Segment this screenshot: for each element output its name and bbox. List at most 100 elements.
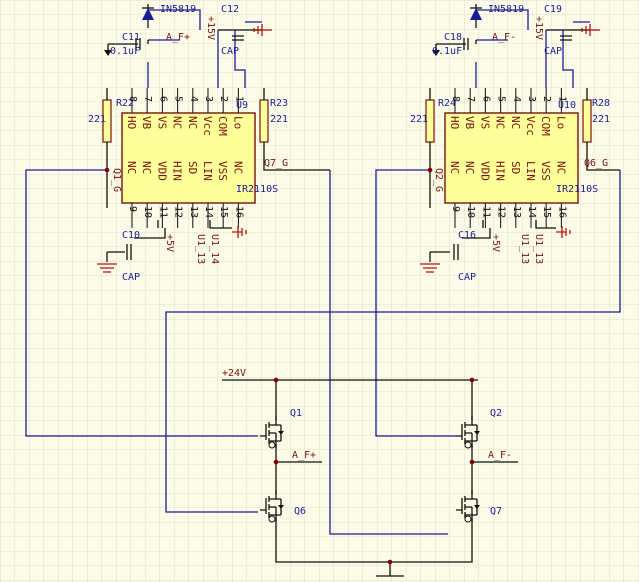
h-bridge: +24V A_F+ A_F- Q1 Q2 Q6 Q7 [104,167,518,577]
pin-name: NC [186,116,199,129]
pin-name: NC [554,161,567,174]
pin-number: 15 [218,206,229,218]
pin-number: 11 [480,206,491,218]
pin-name: NC [231,161,244,174]
net-top-right: A_F- [492,32,516,43]
mosfet-q2 [456,416,480,449]
pin-number: 13 [188,206,199,218]
q6-ref: Q6 [294,506,306,517]
pin-name: HO [125,116,138,129]
pin-name: Lo [554,116,567,129]
pin-number: 11 [157,206,168,218]
pin-name: Vcc [201,116,214,136]
net-bridge-left: A_F+ [292,450,316,461]
pin-number: 8 [127,96,138,102]
pin-name: SD [509,161,522,174]
c12-ref: C12 [221,4,239,15]
pin-number: 14 [203,206,214,218]
pin-name: HO [448,116,461,129]
diode-left-label: IN5819 [160,4,196,15]
q7-ref: Q7 [490,506,502,517]
net-bridge-right: A_F- [488,450,512,461]
supply-24v: +24V [222,368,246,379]
driver-left: IN5819 C11 0.1uF A_F+ C12 CAP +15V 8HO7V… [25,4,448,535]
pin-number: 14 [526,206,537,218]
junction [427,167,433,173]
pin-number: 12 [173,206,184,218]
pin-number: 9 [450,206,461,212]
resistor-r23 [259,88,330,171]
c11-value: 0.1uF [110,46,140,57]
junction [104,167,110,173]
input-right-a: U1_13 [519,234,530,264]
junction [387,559,393,565]
ic-u10-body [444,112,579,204]
pin-number: 2 [541,96,552,102]
supply-top-right: +15V [533,16,544,40]
pin-number: 12 [496,206,507,218]
input-left-a: U1_13 [195,234,206,264]
pin-number: 7 [465,96,476,102]
pin-name: LIN [524,161,537,181]
ic-u9-pins: 8HO7VB6VS5NC4NC3Vcc2COM1Lo9NC10NC11VDD12… [125,88,244,228]
pin-name: NC [463,161,476,174]
cap-c11 [104,38,141,56]
cap-c19 [546,29,590,41]
cap-c16 [420,220,491,273]
junction [273,377,279,383]
ground-bottom-left [232,226,247,238]
supply-top-left: +15V [205,16,216,40]
pin-name: VB [463,116,476,130]
gate-q1-label: Q1_G [111,168,122,192]
pin-name: COM [216,116,229,136]
pin-number: 4 [511,96,522,102]
resistor-r24 [425,88,435,208]
pin-name: VDD [155,161,168,181]
c19-value: CAP [544,46,562,57]
junction [273,459,279,465]
cap-c10 [97,220,166,273]
ground-top-left-driver [253,24,272,36]
cap-c18 [432,38,469,56]
pin-name: NC [494,116,507,129]
c19-ref: C19 [544,4,562,15]
pin-number: 3 [203,96,214,102]
r22-value: 221 [88,114,106,125]
pin-name: VB [140,116,153,130]
gate-q6-label: Q6_G [584,158,608,169]
supply-bottom-left: +5V [164,234,175,252]
pin-number: 5 [173,96,184,102]
pin-name: Vcc [524,116,537,136]
pin-name: Lo [231,116,244,129]
ground-top-right-driver [581,24,600,36]
pin-number: 1 [556,96,567,102]
mosfet-q7 [456,490,480,523]
pin-name: SD [186,161,199,174]
supply-bottom-right: +5V [490,234,501,252]
pin-number: 4 [188,96,199,102]
input-left-b: U1_14 [209,234,220,264]
ic-u10-pins: 8HO7VB6VS5NC4NC3Vcc2COM1Lo9NC10NC11VDD12… [448,88,567,228]
junction [469,377,475,383]
ic-u10-part: IR2110S [556,184,598,195]
ic-u10-ref: U10 [558,100,576,111]
r23-value: 221 [270,114,288,125]
net-top-left: A_F+ [166,32,190,43]
pin-number: 15 [541,206,552,218]
cap-c12 [218,29,262,41]
pin-number: 13 [511,206,522,218]
pin-name: NC [171,116,184,129]
pin-number: 3 [526,96,537,102]
pin-number: 2 [218,96,229,102]
pin-name: HIN [171,161,184,181]
mosfet-q1 [260,416,284,449]
ic-u9-ref: U9 [236,100,248,111]
pin-number: 16 [233,206,244,218]
resistor-r28 [582,88,620,171]
r23-ref: R23 [270,98,288,109]
diode-right [470,4,482,28]
driver-right: IN5819 C18 0.1uF A_F- C19 CAP +15V 8HO7V… [165,4,621,513]
input-right-b: U1_13 [533,234,544,264]
